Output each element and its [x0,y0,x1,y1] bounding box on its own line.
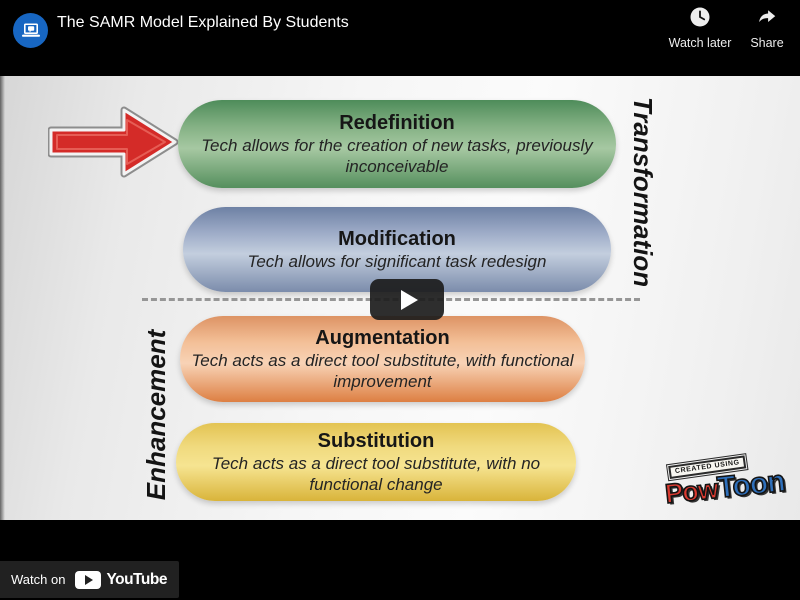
level-name: Substitution [317,429,435,452]
share-arrow-icon [759,10,776,23]
level-name: Augmentation [315,326,450,349]
watch-on-youtube-link[interactable]: Watch on YouTube [0,561,179,598]
youtube-play-logo-icon [75,570,102,589]
level-description: Tech allows for the creation of new task… [201,135,593,176]
video-slide: Redefinition Tech allows for the creatio… [0,76,800,520]
level-augmentation: Augmentation Tech acts as a direct tool … [180,316,585,402]
video-title[interactable]: The SAMR Model Explained By Students [57,14,349,31]
level-description: Tech allows for significant task redesig… [247,251,547,271]
watch-later-button[interactable]: Watch later [660,6,740,50]
channel-avatar[interactable] [13,13,48,48]
play-icon [400,289,418,310]
transformation-axis-label: Transformation [628,96,658,288]
level-description: Tech acts as a direct tool substitute, w… [191,350,574,391]
red-arrow [48,106,179,178]
share-button[interactable]: Share [727,6,800,50]
level-name: Modification [338,227,456,250]
youtube-wordmark: YouTube [106,570,167,588]
level-substitution: Substitution Tech acts as a direct tool … [176,423,576,501]
clock-icon [690,7,710,27]
watch-later-label: Watch later [668,36,732,50]
laptop-chat-icon [21,23,40,37]
play-button[interactable] [370,279,444,320]
enhancement-axis-label: Enhancement [141,329,171,501]
powtoon-credit-logo: CREATED USING PowToon [662,448,787,510]
level-redefinition: Redefinition Tech allows for the creatio… [178,100,616,188]
share-label: Share [750,36,784,50]
watch-on-label: Watch on [11,572,66,587]
level-modification: Modification Tech allows for significant… [183,207,611,292]
level-description: Tech acts as a direct tool substitute, w… [211,453,541,494]
player-top-overlay: The SAMR Model Explained By Students Wat… [0,0,800,76]
level-name: Redefinition [339,111,455,134]
